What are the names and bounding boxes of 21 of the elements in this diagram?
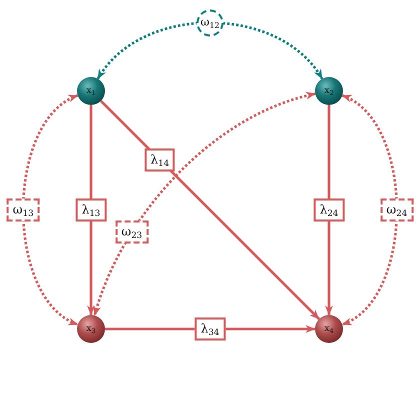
sphere-node: [77, 315, 105, 343]
double-headed-arrow: [342, 94, 398, 326]
double-headed-arrow: [22, 94, 78, 326]
node-label: x$_{3}$: [86, 324, 96, 334]
double-headed-arrow: [96, 22, 324, 80]
edge-label: ω$_{12}$: [196, 9, 224, 36]
edge-label: ω$_{24}$: [380, 198, 414, 222]
node-label: x$_{1}$: [86, 86, 96, 96]
edge-label: λ$_{13}$: [76, 198, 106, 222]
node-label: x$_{4}$: [324, 324, 334, 334]
node-label: x$_{2}$: [324, 86, 334, 96]
edge-label: ω$_{13}$: [6, 198, 40, 222]
edge-label: λ$_{34}$: [194, 318, 226, 340]
arrow: [325, 105, 333, 316]
edge-label: λ$_{14}$: [144, 148, 176, 172]
arrow: [87, 105, 95, 316]
sphere-node: [315, 77, 343, 105]
sphere-node: [77, 77, 105, 105]
edge-label: ω$_{23}$: [115, 220, 148, 244]
sphere-node: [315, 315, 343, 343]
edge-label: λ$_{24}$: [314, 198, 344, 222]
